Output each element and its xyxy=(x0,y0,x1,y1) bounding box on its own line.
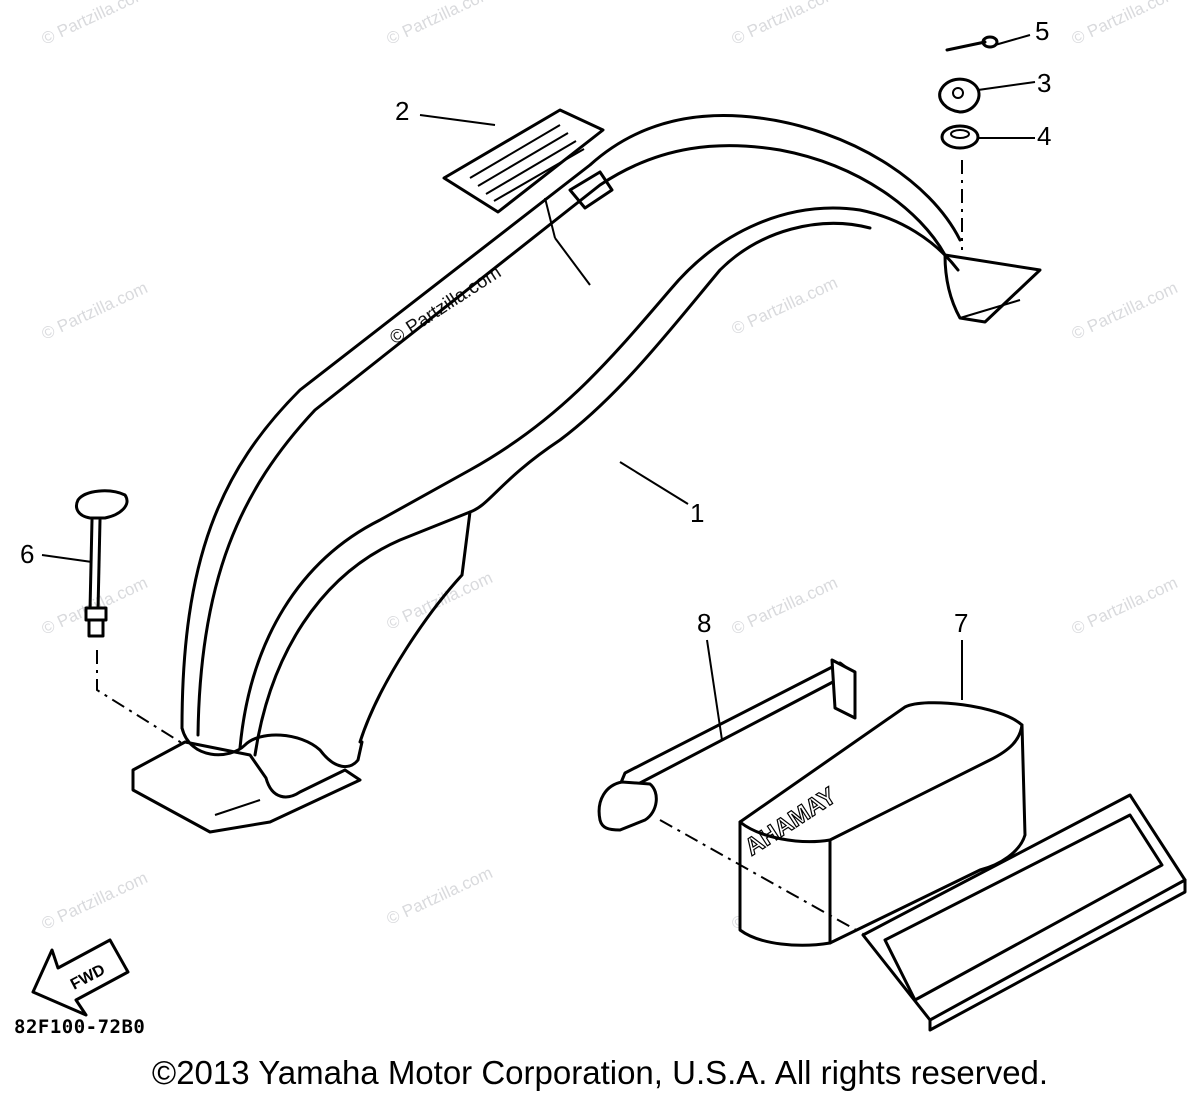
watermark: © Partzilla.com xyxy=(39,278,151,344)
callout-2: 2 xyxy=(395,96,409,126)
callout-labels: 2 5 3 4 1 6 8 7 xyxy=(20,16,1051,638)
part-3-nut xyxy=(938,77,981,114)
callout-7: 7 xyxy=(954,608,968,638)
watermark: © Partzilla.com xyxy=(1069,278,1181,344)
watermark: © Partzilla.com xyxy=(729,273,841,339)
part-6-bolt xyxy=(75,489,129,638)
watermark: © Partzilla.com xyxy=(729,0,841,49)
part-8-strap xyxy=(597,658,857,832)
part-1-cover xyxy=(131,114,1042,834)
part-2-label xyxy=(442,108,605,214)
callout-6: 6 xyxy=(20,539,34,569)
part-4-grommet xyxy=(940,124,980,150)
fwd-arrow: FWD xyxy=(31,938,130,1017)
copyright-notice: ©2013 Yamaha Motor Corporation, U.S.A. A… xyxy=(151,1054,1049,1091)
watermark: © Partzilla.com xyxy=(384,863,496,929)
watermark: © Partzilla.com xyxy=(1069,573,1181,639)
watermark: © Partzilla.com xyxy=(39,868,151,934)
callout-1: 1 xyxy=(690,498,704,528)
watermark: © Partzilla.com xyxy=(729,573,841,639)
assembly-line xyxy=(659,819,866,936)
part-code: 82F100-72B0 xyxy=(14,1016,145,1038)
callout-5: 5 xyxy=(1035,16,1049,46)
watermark: © Partzilla.com xyxy=(39,0,151,49)
watermark: © Partzilla.com xyxy=(384,0,496,49)
leader-lines xyxy=(41,34,1036,741)
callout-8: 8 xyxy=(697,608,711,638)
tray xyxy=(861,793,1187,1032)
callout-4: 4 xyxy=(1037,121,1051,151)
callout-3: 3 xyxy=(1037,68,1051,98)
watermark: © Partzilla.com xyxy=(1069,0,1181,49)
part-5-screw xyxy=(945,35,999,52)
assembly-line xyxy=(96,650,186,746)
